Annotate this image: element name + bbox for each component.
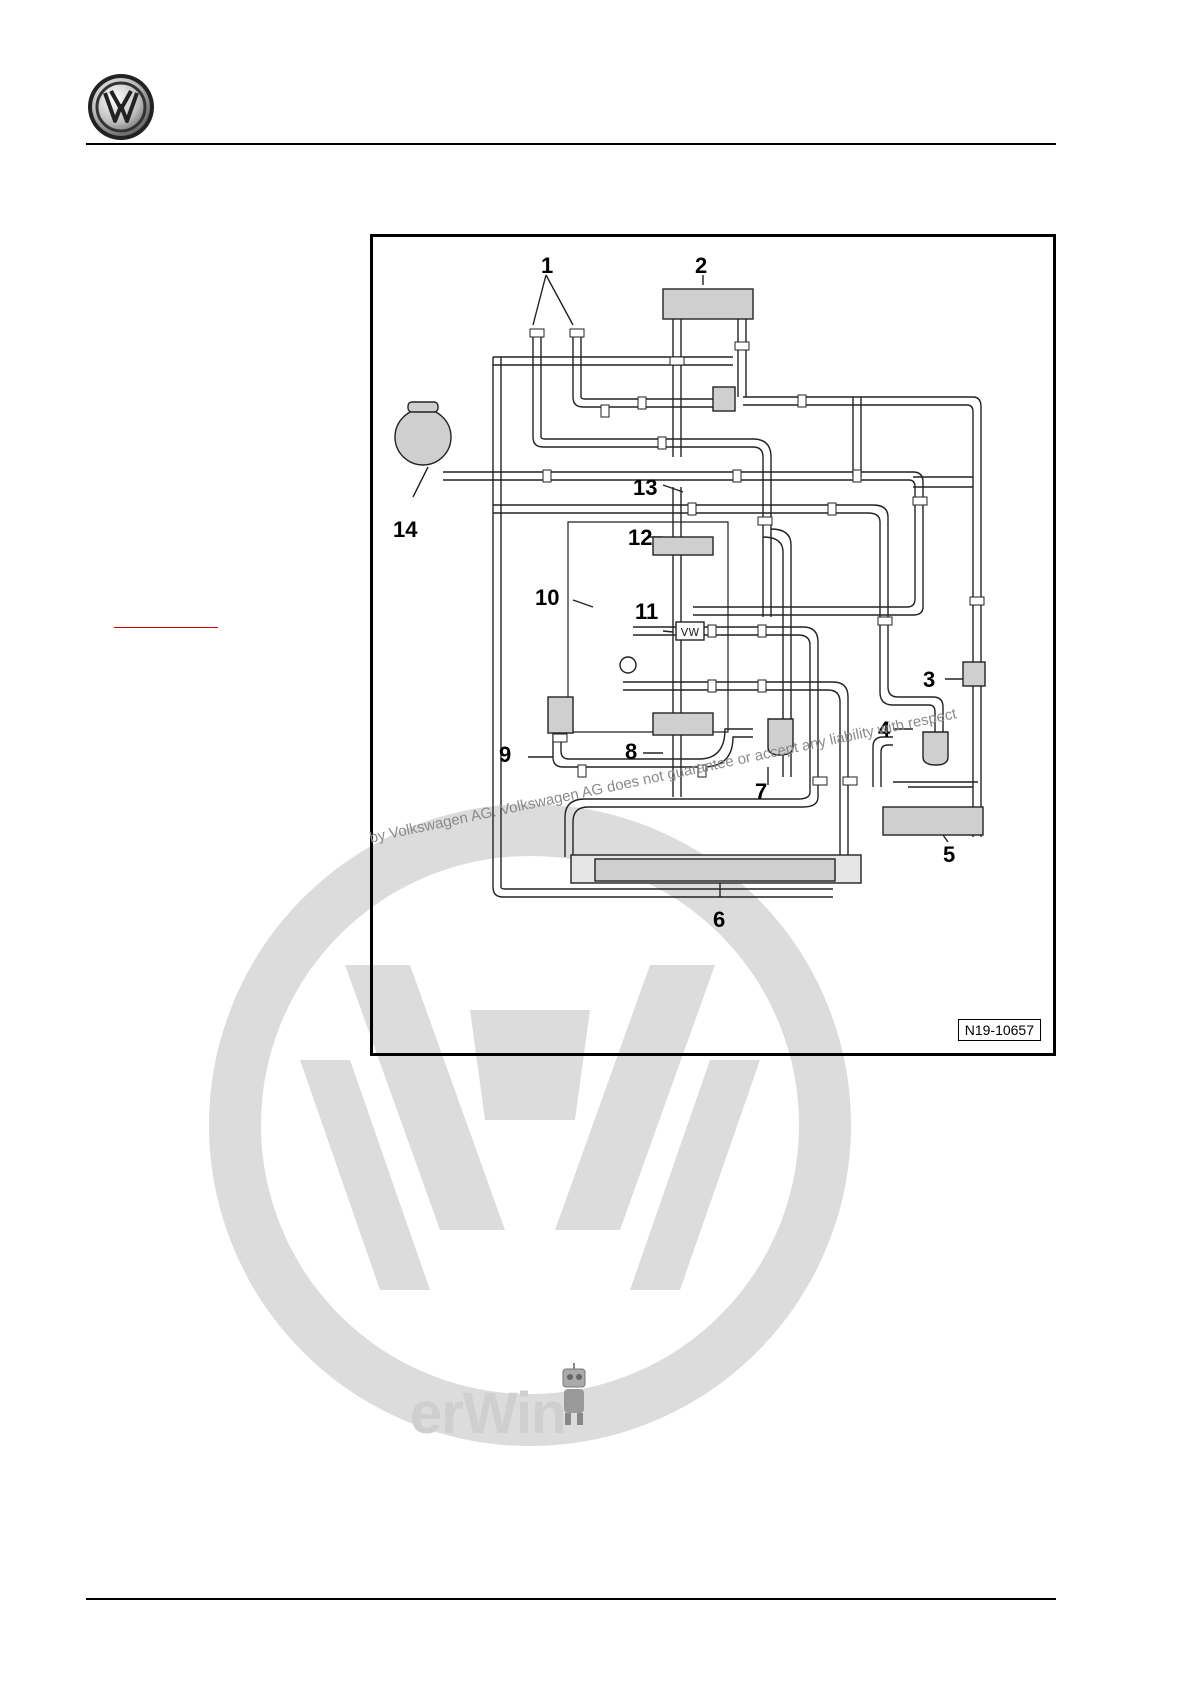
footer-divider	[86, 1598, 1056, 1600]
callout-10: 10	[535, 585, 559, 610]
callout-11: 11	[635, 599, 658, 624]
callout-2: 2	[695, 253, 707, 278]
callout-1: 1	[541, 253, 553, 278]
expansion-tank-14	[395, 409, 451, 465]
cooling-system-diagram: VW 1 2 3 4 5 6 7 8 9 1	[370, 234, 1056, 1056]
callout-5: 5	[943, 842, 955, 867]
callout-9: 9	[499, 742, 511, 767]
erwin-watermark-text: erWin	[410, 1380, 566, 1447]
valve-center	[713, 387, 735, 411]
component-8	[653, 713, 713, 735]
component-9	[548, 697, 573, 733]
callout-13: 13	[633, 475, 657, 500]
vw-logo	[87, 73, 155, 141]
callout-7: 7	[755, 779, 767, 804]
figure-id: N19-10657	[958, 1019, 1041, 1041]
heater-core-2	[663, 289, 753, 319]
callout-8: 8	[625, 739, 637, 764]
header-divider	[86, 143, 1056, 145]
callout-3: 3	[923, 667, 935, 692]
component-12	[653, 537, 713, 555]
vw-valve-mark: VW	[681, 626, 700, 639]
callout-14: 14	[393, 517, 418, 542]
red-link-underline[interactable]	[114, 627, 218, 628]
coolant-hose-schematic: VW 1 2 3 4 5 6 7 8 9 1	[373, 237, 1053, 1053]
callout-12: 12	[628, 525, 652, 550]
radiator-6	[595, 859, 835, 881]
cooler-5	[883, 807, 983, 835]
pump-3	[963, 662, 985, 686]
callout-6: 6	[713, 907, 725, 932]
robot-mascot-icon	[555, 1363, 595, 1427]
